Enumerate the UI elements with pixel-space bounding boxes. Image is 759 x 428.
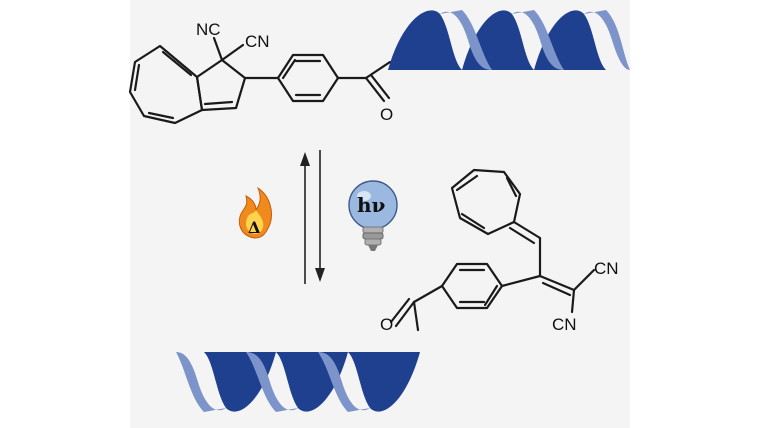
helix-icon [388, 10, 630, 70]
lightbulb-icon: hν [348, 180, 398, 251]
bottom-cn-lower-label: CN [552, 315, 577, 334]
top-cn-label: CN [245, 32, 270, 51]
top-nc-label: NC [196, 20, 221, 39]
flame-icon: Δ [238, 186, 272, 239]
bottom-oxygen-label: O [380, 315, 393, 334]
heat-label: Δ [248, 218, 260, 237]
helix-icon [176, 352, 420, 412]
vinylheptafulvene-molecule: CN CN O [380, 168, 619, 334]
top-oxygen-label: O [380, 105, 393, 124]
dihydroazulene-molecule: NC CN O [128, 20, 393, 125]
bottom-cn-upper-label: CN [594, 259, 619, 278]
light-label: hν [357, 193, 386, 217]
equilibrium-arrows-icon [300, 150, 325, 284]
